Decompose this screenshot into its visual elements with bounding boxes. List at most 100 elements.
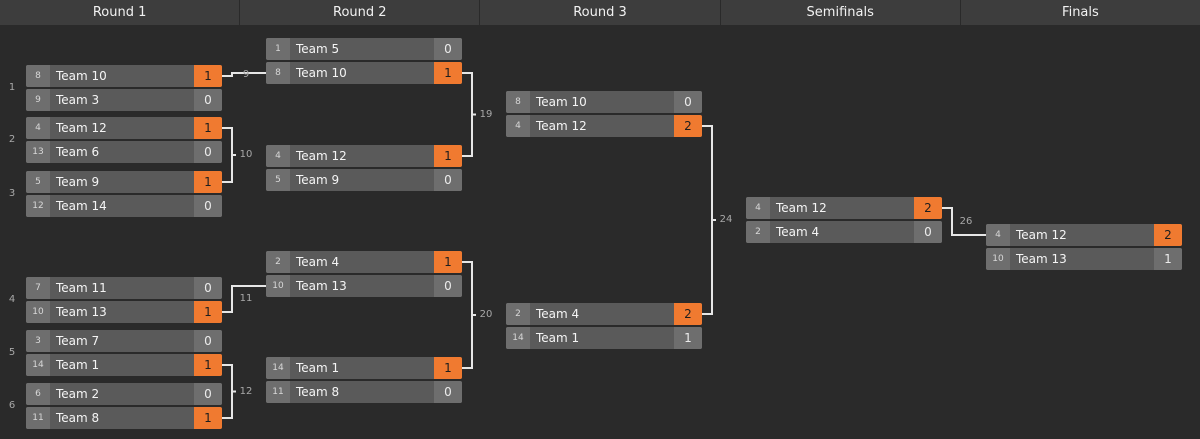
match-team-row[interactable]: 11 Team 8 1 xyxy=(26,407,222,429)
team-seed: 7 xyxy=(26,277,50,299)
team-name: Team 13 xyxy=(296,279,347,293)
team-score: 0 xyxy=(194,277,222,299)
round-header-1[interactable]: Round 1 xyxy=(0,0,241,25)
match-team-row[interactable]: 7 Team 11 0 xyxy=(26,277,222,299)
team-seed: 5 xyxy=(26,171,50,193)
match-number-label: 4 xyxy=(8,294,16,305)
team-name: Team 13 xyxy=(1016,252,1067,266)
team-score: 0 xyxy=(434,169,462,191)
team-score-winner: 2 xyxy=(674,303,702,325)
match-number-label: 5 xyxy=(8,347,16,358)
connector-label: 11 xyxy=(239,293,253,304)
connector-line-9 xyxy=(222,72,266,77)
team-score-winner: 1 xyxy=(434,62,462,84)
team-seed: 8 xyxy=(26,65,50,87)
match-number-label: 6 xyxy=(8,400,16,411)
team-score-winner: 1 xyxy=(434,251,462,273)
team-score-winner: 2 xyxy=(1154,224,1182,246)
team-name: Team 6 xyxy=(56,145,100,159)
team-name: Team 11 xyxy=(56,281,107,295)
team-seed: 14 xyxy=(506,327,530,349)
team-seed: 4 xyxy=(506,115,530,137)
match-team-row[interactable]: 5 Team 9 1 xyxy=(26,171,222,193)
team-name: Team 12 xyxy=(296,149,347,163)
match-number-label: 2 xyxy=(8,134,16,145)
connector-line-12 xyxy=(222,364,233,419)
round-header-2[interactable]: Round 2 xyxy=(240,0,481,25)
team-score: 0 xyxy=(194,141,222,163)
team-score-winner: 1 xyxy=(194,65,222,87)
round-header-4[interactable]: Semifinals xyxy=(720,0,961,25)
team-name: Team 8 xyxy=(56,411,100,425)
connector-line-26 xyxy=(942,207,986,236)
team-score-winner: 2 xyxy=(674,115,702,137)
team-seed: 2 xyxy=(506,303,530,325)
team-seed: 4 xyxy=(986,224,1010,246)
round-header-5[interactable]: Finals xyxy=(960,0,1200,25)
team-score-winner: 1 xyxy=(194,171,222,193)
team-score-winner: 1 xyxy=(194,117,222,139)
team-name: Team 1 xyxy=(296,361,340,375)
team-score-winner: 1 xyxy=(194,407,222,429)
team-name: Team 10 xyxy=(56,69,107,83)
team-seed: 10 xyxy=(266,275,290,297)
team-seed: 8 xyxy=(266,62,290,84)
team-seed: 14 xyxy=(26,354,50,376)
connector-line-10 xyxy=(222,127,233,183)
team-name: Team 4 xyxy=(776,225,820,239)
match-team-row[interactable]: 8 Team 10 1 xyxy=(26,65,222,87)
team-name: Team 12 xyxy=(776,201,827,215)
team-seed: 1 xyxy=(266,38,290,60)
team-seed: 4 xyxy=(266,145,290,167)
team-seed: 11 xyxy=(26,407,50,429)
team-name: Team 10 xyxy=(296,66,347,80)
team-name: Team 12 xyxy=(56,121,107,135)
team-name: Team 14 xyxy=(56,199,107,213)
round-header-3[interactable]: Round 3 xyxy=(480,0,721,25)
connector-label: 20 xyxy=(479,309,493,320)
team-name: Team 9 xyxy=(56,175,100,189)
connector-label: 24 xyxy=(719,214,733,225)
connector-line-20 xyxy=(462,261,473,369)
team-name: Team 7 xyxy=(56,334,100,348)
match-team-row[interactable]: 8 Team 10 1 xyxy=(266,62,462,84)
